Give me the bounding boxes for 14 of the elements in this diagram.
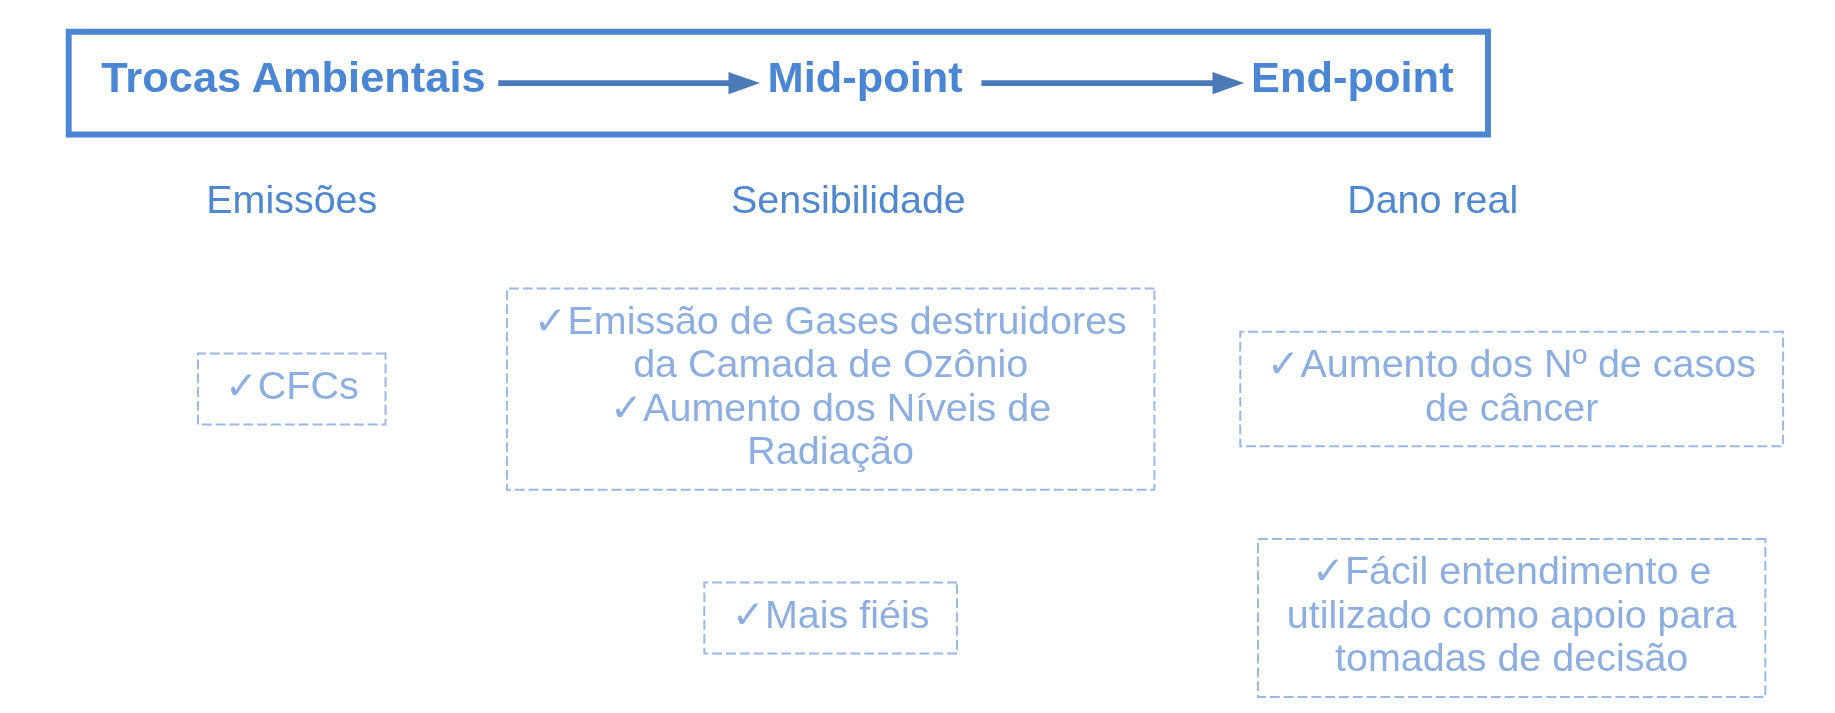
node-text: Mid-point [766, 53, 963, 102]
label: Dano real [1346, 177, 1518, 222]
node-box: ✓Aumento dos Nº de casos de câncer [1238, 330, 1784, 448]
label: Emissões [205, 177, 377, 222]
node-text: End-point [1250, 53, 1454, 102]
node-box: ✓Mais fiéis [702, 581, 958, 655]
label: Sensibilidade [730, 177, 966, 222]
cluster [65, 28, 1491, 138]
node-box: ✓CFCs [196, 352, 386, 426]
node-text: Trocas Ambientais [100, 53, 486, 102]
arrow [980, 72, 1244, 95]
node-box: ✓Fácil entendimento e utilizado como apoio para tomadas de decisão [1256, 538, 1766, 698]
arrow [497, 72, 760, 95]
node-box: ✓Emissão de Gases destruidores da Camada de Ozônio ✓Aumento dos Níveis de Radiação [505, 287, 1155, 491]
